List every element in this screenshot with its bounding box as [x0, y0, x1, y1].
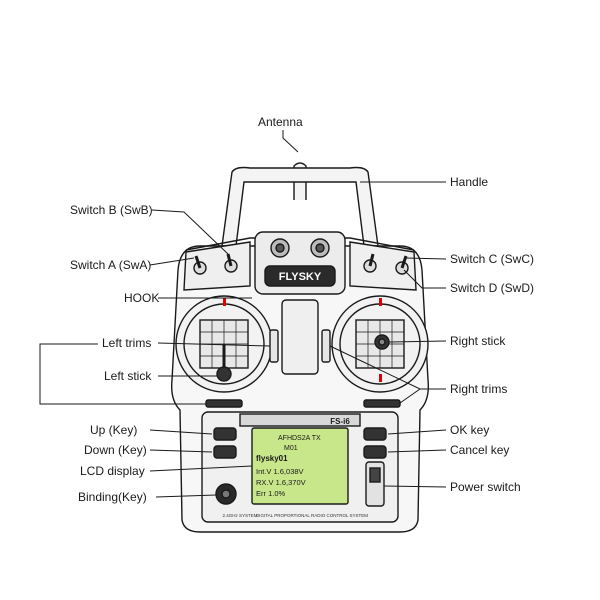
label-binding-key: Binding(Key) [78, 490, 147, 504]
leader-ok-key [387, 429, 447, 435]
switch-c[interactable] [363, 253, 377, 273]
leader-switch-d [403, 269, 446, 289]
leader-switch-c [405, 257, 447, 260]
label-handle: Handle [450, 175, 489, 189]
leader-switch-a [149, 257, 195, 266]
device-bottom-left-text: 2.4GHz SYSTEM [222, 513, 257, 518]
label-power-switch: Power switch [450, 480, 521, 494]
leader-antenna [282, 130, 299, 153]
switch-well-left [183, 241, 251, 291]
leader-down-key [149, 449, 213, 453]
label-left-stick: Left stick [104, 369, 152, 383]
right-stick[interactable] [374, 334, 390, 350]
switch-b[interactable] [224, 253, 238, 273]
trim-marker [223, 298, 226, 306]
lcd-line: Err 1.0% [256, 489, 286, 498]
left-stick[interactable] [216, 344, 232, 382]
model-name: FS-i6 [330, 417, 350, 426]
leader-right-trims-2 [399, 388, 421, 404]
leader-left-trims [157, 342, 271, 347]
trim-marker [379, 298, 382, 306]
leader-switch-b [151, 209, 229, 255]
trim-marker [379, 374, 382, 382]
brand-logo: FLYSKY [279, 271, 322, 283]
up-key[interactable] [213, 427, 237, 441]
label-down-key: Down (Key) [84, 443, 147, 457]
switch-a[interactable] [193, 255, 207, 275]
label-switch-d: Switch D (SwD) [450, 281, 535, 295]
ok-key[interactable] [363, 427, 387, 441]
label-left-trims: Left trims [102, 336, 152, 350]
lcd-line: Int.V 1.6,038V [256, 467, 304, 476]
leader-cancel-key [387, 449, 447, 453]
lcd-line: RX.V 1.6,370V [256, 478, 306, 487]
leader-power [383, 485, 447, 488]
leader-up-key [149, 429, 213, 435]
right-vertical-trim[interactable] [321, 329, 331, 363]
lcd-line: AFHDS2A TX [278, 435, 321, 442]
leader-left-trims-bracket [39, 343, 206, 405]
device-bottom-text: DIGITAL PROPORTIONAL RADIO CONTROL SYSTE… [256, 513, 368, 518]
left-vertical-trim[interactable] [269, 329, 279, 363]
label-antenna: Antenna [258, 115, 303, 129]
lcd-line: M01 [284, 445, 298, 452]
down-key[interactable] [213, 445, 237, 459]
label-up-key: Up (Key) [90, 423, 138, 437]
label-lcd-display: LCD display [80, 464, 145, 478]
cancel-key[interactable] [363, 445, 387, 459]
switch-well-right [349, 241, 417, 291]
label-switch-b: Switch B (SwB) [70, 203, 153, 217]
label-ok-key: OK key [450, 423, 490, 437]
left-horizontal-trim[interactable] [205, 399, 243, 408]
label-right-stick: Right stick [450, 334, 506, 348]
label-cancel-key: Cancel key [450, 443, 510, 457]
leader-right-stick [388, 340, 447, 343]
leader-binding [155, 494, 217, 498]
lcd-line: flysky01 [256, 454, 288, 463]
label-right-trims: Right trims [450, 382, 508, 396]
label-switch-a: Switch A (SwA) [70, 258, 152, 272]
right-horizontal-trim[interactable] [363, 399, 401, 408]
leader-lcd [149, 465, 253, 472]
label-switch-c: Switch C (SwC) [450, 252, 535, 266]
label-hook: HOOK [124, 291, 160, 305]
